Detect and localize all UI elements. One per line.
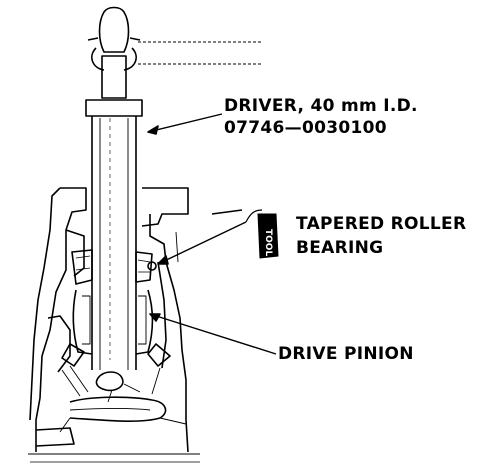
tool-badge [257,213,279,259]
housing-left [28,187,200,455]
bearing-label-line1: TAPERED ROLLER [296,214,467,234]
driver-tube [85,99,143,370]
drive-pinion-label: DRIVE PINION [278,344,414,364]
driver-handle [87,6,262,99]
bearing-label-line2: BEARING [296,238,384,258]
tool-badge-text: TOOL [263,229,273,257]
bearing-upper [71,249,157,285]
bearing-leader [157,209,263,265]
driver-leader [147,113,223,135]
driver-part-number-label: 07746—0030100 [224,118,387,138]
pinion-leader [149,313,277,355]
housing-right [141,187,189,453]
driver-name-label: DRIVER, 40 mm I.D. [224,96,418,116]
drive-pinion [61,289,171,397]
hands [59,371,187,433]
